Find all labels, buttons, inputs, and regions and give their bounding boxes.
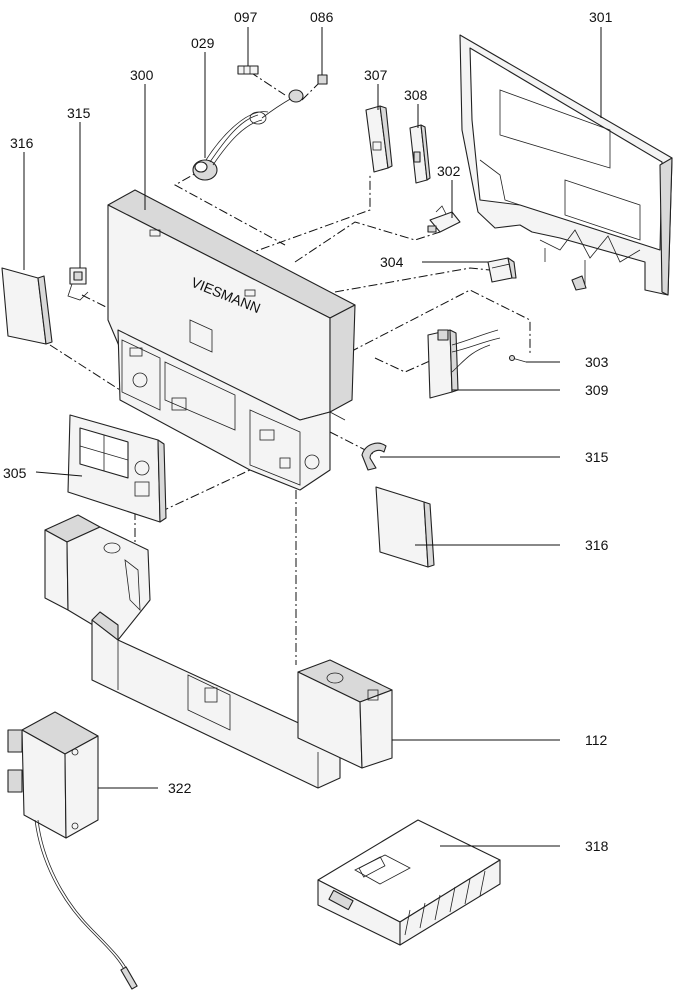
label-303: 303 — [585, 354, 609, 370]
part-309-module — [427, 329, 501, 399]
label-086: 086 — [310, 9, 334, 25]
part-316-right-plate — [375, 486, 435, 568]
label-097: 097 — [234, 9, 258, 25]
part-300-main-housing — [107, 189, 356, 491]
part-112-base-trough — [44, 514, 393, 789]
part-318-terminal-block — [317, 819, 501, 946]
part-322-transformer — [7, 711, 138, 990]
part-316-left-plate — [1, 267, 53, 345]
part-304-connector — [487, 257, 517, 283]
label-302: 302 — [437, 163, 461, 179]
part-086-nut — [317, 74, 328, 85]
label-308: 308 — [404, 87, 428, 103]
label-029: 029 — [191, 35, 215, 51]
part-labels: 097 086 029 301 300 307 308 315 316 302 … — [3, 9, 613, 854]
part-029-sensor-cable — [192, 89, 304, 181]
label-315-left: 315 — [67, 105, 91, 121]
label-300: 300 — [130, 67, 154, 83]
part-307-slide — [365, 105, 393, 173]
leader-lines — [23, 27, 602, 847]
label-316-left: 316 — [10, 135, 34, 151]
label-307: 307 — [364, 67, 388, 83]
label-304: 304 — [380, 254, 404, 270]
label-309: 309 — [585, 382, 609, 398]
label-305: 305 — [3, 465, 27, 481]
label-112: 112 — [585, 732, 608, 748]
part-305-control-panel — [67, 414, 167, 523]
label-301: 301 — [589, 9, 613, 25]
part-097-bracket — [237, 65, 259, 75]
label-322: 322 — [168, 780, 192, 796]
label-316-right: 316 — [585, 537, 609, 553]
label-318: 318 — [585, 838, 609, 854]
part-315-right-clip — [361, 442, 387, 471]
part-303-pin — [508, 354, 527, 363]
part-302-clamp — [427, 205, 461, 233]
part-301-back-frame — [459, 34, 673, 296]
part-315-left-clip — [67, 267, 89, 301]
part-308-slide — [409, 124, 431, 184]
label-315-right: 315 — [585, 449, 609, 465]
